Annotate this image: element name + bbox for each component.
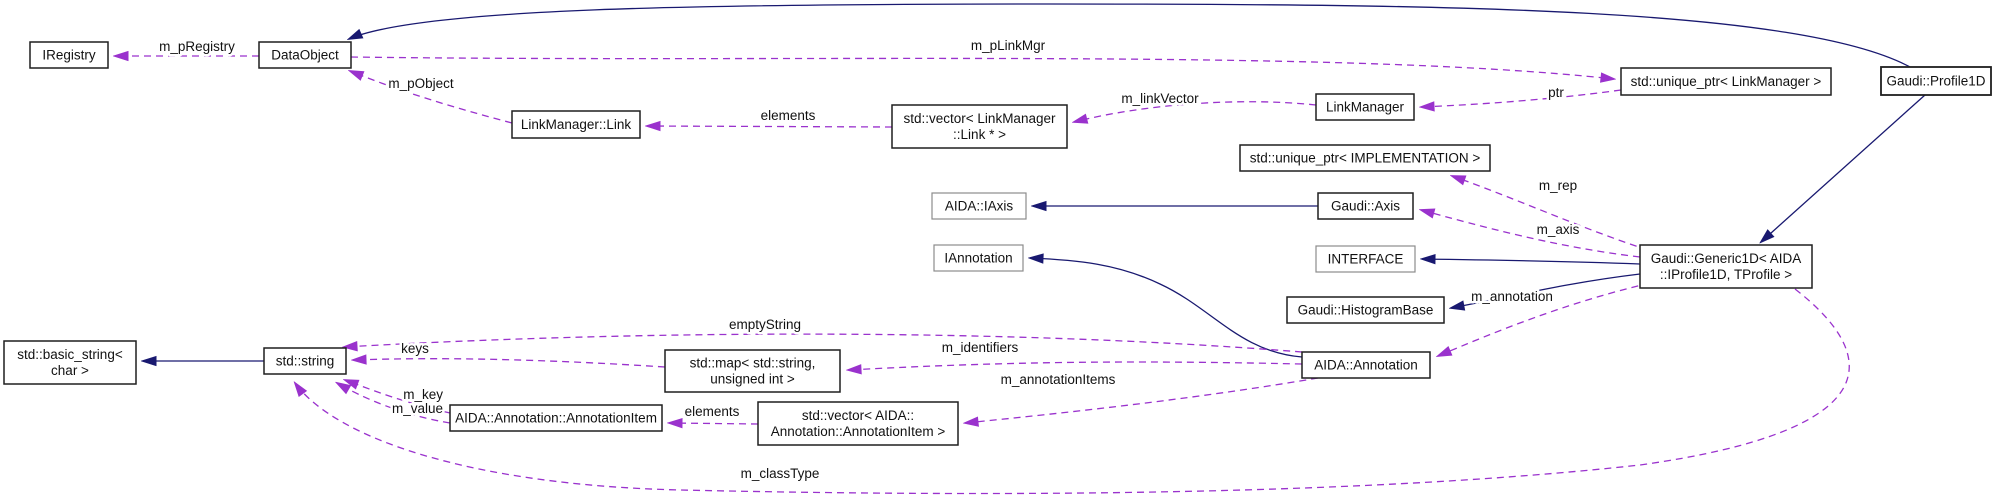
node-unique-ptr-implementation[interactable]: std::unique_ptr< IMPLEMENTATION > xyxy=(1239,144,1491,172)
node-gaudi-axis[interactable]: Gaudi::Axis xyxy=(1317,192,1414,220)
node-label-vector-annotationitem-line1: std::vector< AIDA:: xyxy=(802,408,914,423)
node-label-gaudi-profile1d: Gaudi::Profile1D xyxy=(1886,74,1985,89)
edge-annotation-to-iannotation xyxy=(1030,258,1303,358)
edge-vectorlink-to-link xyxy=(647,126,893,127)
node-label-gaudi-axis: Gaudi::Axis xyxy=(1331,199,1400,214)
edge-label-generic1d-to-uniqueptrimpl: m_rep xyxy=(1539,178,1577,193)
edge-generic1d-to-histogrambase xyxy=(1451,273,1641,308)
node-label-vector-linkmanager-link-line1: std::vector< LinkManager xyxy=(904,111,1056,126)
node-linkmanager[interactable]: LinkManager xyxy=(1315,93,1415,121)
edge-annotation-to-vectorai xyxy=(965,377,1319,423)
node-aida-annotation[interactable]: AIDA::Annotation xyxy=(1301,351,1431,379)
edge-vectorai-to-annotationitem xyxy=(669,423,759,424)
node-label-gaudi-generic1d-line2: ::IProfile1D, TProfile > xyxy=(1660,267,1792,282)
edge-label-annotation-to-vectorai: m_annotationItems xyxy=(1001,372,1116,387)
edge-generic1d-to-axis xyxy=(1421,210,1641,258)
edge-label-map-to-string-keys: keys xyxy=(401,341,429,356)
node-label-gaudi-generic1d-line1: Gaudi::Generic1D< AIDA xyxy=(1651,251,1801,266)
edge-uniqueptrlm-to-linkmanager xyxy=(1421,89,1622,107)
edge-label-generic1d-to-string-classtype: m_classType xyxy=(741,466,820,481)
node-label-std-map-line1: std::map< std::string, xyxy=(690,356,816,371)
edge-label-uniqueptrlm-to-linkmanager: ptr xyxy=(1548,85,1564,100)
node-label-linkmanager-link: LinkManager::Link xyxy=(521,117,632,132)
node-iregistry[interactable]: IRegistry xyxy=(29,41,109,69)
edge-generic1d-to-annotation xyxy=(1438,282,1651,356)
edge-generic1d-to-string-classtype xyxy=(295,288,1850,495)
node-label-basic-string-line2: char > xyxy=(51,363,89,378)
edge-link-to-dataobject xyxy=(350,71,513,124)
edge-label-dataobject-to-uniqueptrlm: m_pLinkMgr xyxy=(971,38,1046,53)
node-label-aida-annotation: AIDA::Annotation xyxy=(1314,358,1418,373)
node-gaudi-generic1d[interactable]: Gaudi::Generic1D< AIDA::IProfile1D, TPro… xyxy=(1639,244,1813,289)
edge-generic1d-to-uniqueptrimpl xyxy=(1452,176,1649,251)
node-label-gaudi-histogrambase: Gaudi::HistogramBase xyxy=(1298,303,1434,318)
edge-label-annotationitem-to-string-key: m_key xyxy=(403,387,443,402)
node-vector-annotationitem[interactable]: std::vector< AIDA::Annotation::Annotatio… xyxy=(757,401,959,446)
edge-profile1d-to-generic1d xyxy=(1761,94,1926,242)
node-label-std-string: std::string xyxy=(276,354,335,369)
node-label-linkmanager: LinkManager xyxy=(1326,100,1405,115)
node-basic-string[interactable]: std::basic_string<char > xyxy=(3,340,137,385)
node-label-dataobject: DataObject xyxy=(271,48,339,63)
node-label-unique-ptr-implementation: std::unique_ptr< IMPLEMENTATION > xyxy=(1250,151,1481,166)
node-vector-linkmanager-link[interactable]: std::vector< LinkManager::Link * > xyxy=(891,104,1068,149)
edge-annotationitem-to-string-value xyxy=(337,383,451,424)
edge-label-dataobject-to-iregistry: m_pRegistry xyxy=(159,39,235,54)
edge-label-generic1d-to-annotation: m_annotation xyxy=(1471,289,1553,304)
edge-label-annotation-to-map: m_identifiers xyxy=(942,340,1019,355)
node-iannotation[interactable]: IAnnotation xyxy=(933,244,1024,272)
node-annotationitem[interactable]: AIDA::Annotation::AnnotationItem xyxy=(449,404,663,432)
node-interface[interactable]: INTERFACE xyxy=(1315,245,1416,273)
node-std-map[interactable]: std::map< std::string,unsigned int > xyxy=(664,349,841,393)
node-label-iannotation: IAnnotation xyxy=(944,251,1012,266)
node-label-std-map-line2: unsigned int > xyxy=(710,372,795,387)
node-dataobject[interactable]: DataObject xyxy=(258,41,352,69)
edge-label-vectorlink-to-link: elements xyxy=(761,108,816,123)
edge-profile1d-to-dataobject xyxy=(349,3,1911,68)
node-gaudi-profile1d[interactable]: Gaudi::Profile1D xyxy=(1880,66,1992,96)
edge-dataobject-to-uniqueptrlm xyxy=(350,56,1614,79)
edge-generic1d-to-interface xyxy=(1422,259,1641,265)
node-label-basic-string-line1: std::basic_string< xyxy=(17,347,123,362)
edge-annotation-to-map xyxy=(848,361,1303,370)
node-label-annotationitem: AIDA::Annotation::AnnotationItem xyxy=(455,411,657,426)
edge-label-linkmanager-to-vectorlink: m_linkVector xyxy=(1121,91,1199,106)
node-label-interface: INTERFACE xyxy=(1328,252,1404,267)
edge-map-to-string-keys xyxy=(353,359,666,368)
node-std-string[interactable]: std::string xyxy=(263,347,347,375)
edge-label-annotation-to-string-empty: emptyString xyxy=(729,317,801,332)
node-label-vector-linkmanager-link-line2: ::Link * > xyxy=(953,127,1006,142)
edge-annotationitem-to-string-key xyxy=(345,380,451,414)
node-linkmanager-link[interactable]: LinkManager::Link xyxy=(511,110,641,139)
edge-label-generic1d-to-axis: m_axis xyxy=(1537,222,1580,237)
edge-linkmanager-to-vectorlink xyxy=(1074,101,1317,122)
edge-label-link-to-dataobject: m_pObject xyxy=(388,76,454,91)
node-label-unique-ptr-linkmanager: std::unique_ptr< LinkManager > xyxy=(1631,74,1822,89)
node-aida-iaxis[interactable]: AIDA::IAxis xyxy=(931,192,1027,220)
node-label-iregistry: IRegistry xyxy=(42,48,96,63)
edge-label-vectorai-to-annotationitem: elements xyxy=(685,404,740,419)
edge-annotation-to-string-empty xyxy=(344,333,1303,353)
node-label-vector-annotationitem-line2: Annotation::AnnotationItem > xyxy=(771,424,946,439)
node-label-aida-iaxis: AIDA::IAxis xyxy=(945,199,1014,214)
node-gaudi-histogrambase[interactable]: Gaudi::HistogramBase xyxy=(1286,296,1445,324)
edge-label-annotationitem-to-string-value: m_value xyxy=(392,401,443,416)
node-unique-ptr-linkmanager[interactable]: std::unique_ptr< LinkManager > xyxy=(1620,67,1832,96)
